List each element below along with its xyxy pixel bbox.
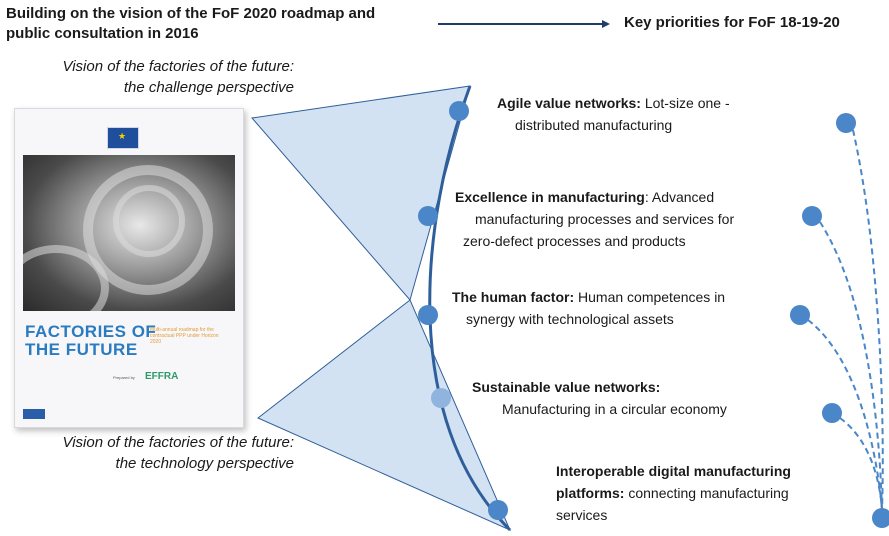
connector-3 [807, 319, 883, 511]
vision-challenge-label: Vision of the factories of the future: t… [4, 56, 294, 98]
connector-4 [839, 417, 883, 511]
header-title: Building on the vision of the FoF 2020 r… [6, 4, 426, 44]
priority-human-title: The human factor: [452, 289, 575, 305]
vision-technology-label: Vision of the factories of the future: t… [4, 432, 294, 474]
eu-flag-icon [107, 127, 139, 149]
priority-human-text1: Human competences in [574, 289, 726, 305]
priority-agile: Agile value networks: Lot-size one - dis… [497, 92, 730, 136]
right-node-5 [872, 508, 889, 528]
priority-interoperable-title1: Interoperable digital manufacturing [556, 463, 791, 479]
right-node-2 [802, 206, 822, 226]
connector-1 [852, 129, 884, 511]
priority-excellence-text1: : Advanced [644, 189, 715, 205]
cover-title-line2: THE FUTURE [25, 340, 138, 359]
right-node-4 [822, 403, 842, 423]
effra-logo: EFFRA [145, 371, 179, 382]
cover-partner-label: Prepared by [113, 375, 135, 380]
cover-subtitle: Multi-annual roadmap for the contractual… [150, 327, 219, 345]
priority-human-text2: synergy with technological assets [466, 311, 674, 327]
priority-excellence: Excellence in manufacturing: Advanced ma… [455, 186, 734, 252]
priority-interoperable-title2: platforms: [556, 485, 625, 501]
priority-interoperable-text3: services [556, 507, 608, 523]
cover-photo [23, 155, 235, 311]
challenge-funnel [251, 85, 471, 302]
spine-node-4 [431, 388, 451, 408]
cover-title-line1: FACTORIES OF [25, 322, 157, 341]
arrow-right-icon [438, 20, 610, 28]
roadmap-cover-image: FACTORIES OF THE FUTURE Multi-annual roa… [14, 108, 244, 428]
connector-2 [819, 221, 883, 511]
right-node-3 [790, 305, 810, 325]
key-priorities-title: Key priorities for FoF 18-19-20 [624, 14, 840, 31]
priority-agile-text1: Lot-size one - [640, 95, 730, 111]
priority-sustainable-text2: Manufacturing in a circular economy [502, 401, 727, 417]
right-node-1 [836, 113, 856, 133]
priority-human: The human factor: Human competences in s… [452, 286, 725, 330]
priority-agile-text2: distributed manufacturing [515, 117, 673, 133]
vision-challenge-line2: the challenge perspective [123, 79, 294, 96]
header-title-line1: Building on the vision of the FoF 2020 r… [6, 5, 376, 22]
priority-excellence-title: Excellence in manufacturing [455, 189, 645, 205]
priority-interoperable: Interoperable digital manufacturing plat… [556, 460, 791, 526]
vision-technology-line1: Vision of the factories of the future: [62, 434, 294, 451]
spine-node-3 [418, 305, 438, 325]
header-title-line2: public consultation in 2016 [6, 25, 199, 42]
priority-sustainable: Sustainable value networks: Manufacturin… [472, 376, 727, 420]
priority-interoperable-text2: connecting manufacturing [624, 485, 789, 501]
vision-technology-line2: the technology perspective [115, 455, 294, 472]
spine-node-5 [488, 500, 508, 520]
priority-excellence-text3: zero-defect processes and products [463, 233, 686, 249]
spine-node-1 [449, 101, 469, 121]
cover-footer-badge [23, 409, 45, 419]
spine-node-2 [418, 206, 438, 226]
technology-funnel [257, 299, 511, 531]
priority-sustainable-title: Sustainable value networks: [472, 379, 661, 395]
priority-excellence-text2: manufacturing processes and services for [475, 211, 735, 227]
priority-agile-title: Agile value networks: [497, 95, 641, 111]
cover-title: FACTORIES OF THE FUTURE [25, 323, 156, 359]
vision-challenge-line1: Vision of the factories of the future: [62, 58, 294, 75]
